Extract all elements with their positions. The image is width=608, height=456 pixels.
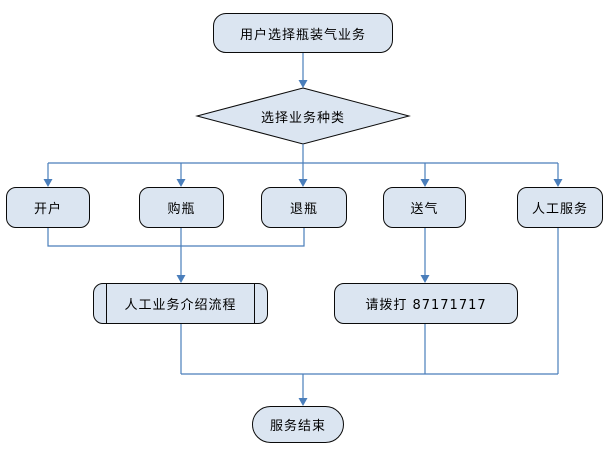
option-buy-bottle-label: 购瓶 [167, 202, 196, 217]
end-node-label: 服务结束 [269, 419, 326, 434]
decision-node: 选择业务种类 [197, 103, 409, 129]
end-node: 服务结束 [252, 406, 344, 443]
predefined-process-left-bar [106, 284, 107, 323]
option-manual-service: 人工服务 [517, 187, 603, 228]
option-manual-service-label: 人工服务 [531, 202, 588, 217]
decision-node-label: 选择业务种类 [260, 110, 345, 126]
start-node: 用户选择瓶装气业务 [213, 13, 393, 53]
intro-process-label: 人工业务介绍流程 [124, 298, 237, 313]
option-gas-delivery: 送气 [383, 187, 466, 228]
arrowheads [43, 80, 563, 406]
option-buy-bottle: 购瓶 [139, 187, 224, 228]
option-open-account-label: 开户 [33, 202, 62, 217]
dial-number-label: 请拨打 87171717 [365, 298, 487, 313]
option-gas-delivery-label: 送气 [410, 202, 439, 217]
option-open-account: 开户 [6, 187, 90, 228]
predefined-process-right-bar [254, 284, 255, 323]
option-return-bottle: 退瓶 [261, 187, 347, 228]
intro-process-node: 人工业务介绍流程 [93, 283, 268, 324]
option-return-bottle-label: 退瓶 [289, 202, 318, 217]
start-node-label: 用户选择瓶装气业务 [239, 27, 366, 43]
dial-number-node: 请拨打 87171717 [334, 283, 518, 324]
